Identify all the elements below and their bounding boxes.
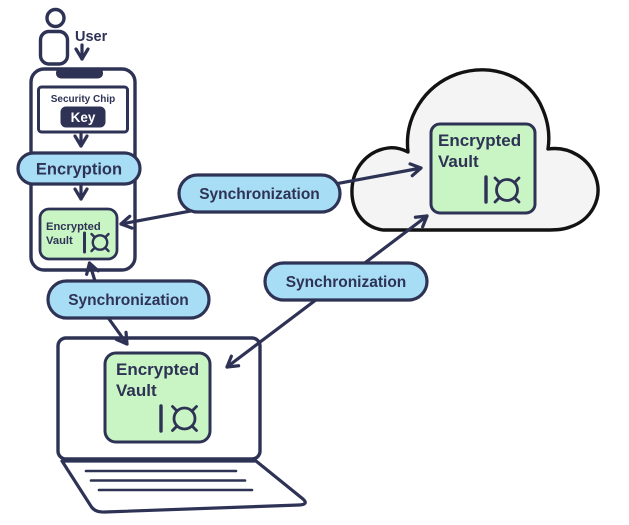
sync-label-phone-laptop: Synchronization bbox=[68, 292, 189, 309]
sync-pill-phone-laptop bbox=[46, 279, 211, 320]
sync-label-phone-cloud: Synchronization bbox=[199, 186, 320, 203]
key-label: Key bbox=[71, 110, 96, 125]
sync-pill-phone-cloud bbox=[177, 173, 342, 214]
laptop-keyboard-lines bbox=[84, 469, 254, 492]
laptop-vault-label-line1: Encrypted bbox=[116, 360, 199, 379]
user-label: User bbox=[75, 29, 108, 45]
cloud-vault-label-line1: Encrypted bbox=[438, 131, 521, 150]
user-icon bbox=[38, 7, 70, 66]
phone-encrypted-vault: Encrypted Vault bbox=[38, 207, 119, 261]
cipher-icon bbox=[484, 175, 521, 204]
security-chip-label: Security Chip bbox=[51, 94, 115, 105]
laptop-vault-label-line2: Vault bbox=[116, 381, 157, 400]
sync-label-cloud-laptop: Synchronization bbox=[286, 274, 407, 291]
sync-pill-cloud-laptop bbox=[263, 261, 429, 302]
encryption-label: Encryption bbox=[36, 161, 122, 179]
cipher-icon bbox=[159, 404, 198, 433]
laptop-encrypted-vault: Encrypted Vault bbox=[103, 351, 212, 444]
key-badge bbox=[60, 106, 106, 128]
encryption-pill bbox=[16, 151, 142, 186]
phone-vault-label-line2: Vault bbox=[46, 235, 73, 247]
phone-notch bbox=[56, 67, 103, 79]
phone-vault-label-line1: Encrypted bbox=[46, 221, 101, 233]
security-chip: Security Chip Key bbox=[37, 85, 129, 134]
cloud-vault-label-line2: Vault bbox=[438, 152, 479, 171]
cloud-encrypted-vault: Encrypted Vault bbox=[429, 122, 537, 215]
laptop-base bbox=[60, 459, 307, 514]
cipher-icon bbox=[83, 231, 110, 254]
